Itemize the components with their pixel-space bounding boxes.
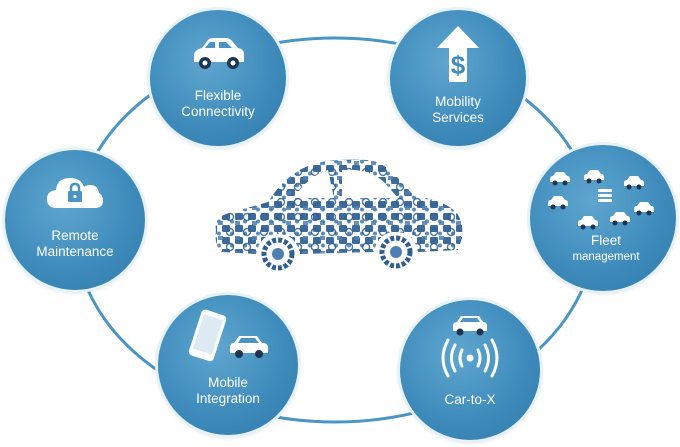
node-car-to-x: Car-to-X (400, 300, 540, 440)
node-mobile-integration: Mobile Integration (158, 295, 298, 435)
node-mobility-services: $ Mobility Services (390, 10, 526, 146)
dollar-arrow-icon: $ (437, 26, 479, 82)
node-label-line: Fleet (590, 233, 621, 248)
car-icon (194, 38, 244, 69)
phone-car-icon (188, 309, 268, 362)
cloud-lock-icon (47, 178, 103, 208)
node-label-line: Mobile (208, 375, 248, 390)
node-flexible-connectivity: Flexible Connectivity (150, 10, 286, 146)
svg-text:$: $ (451, 50, 466, 80)
node-label-line: Services (432, 110, 484, 125)
node-label-line: Integration (196, 391, 260, 406)
node-label-line: Connectivity (181, 104, 255, 119)
node-label: Fleet management (536, 233, 676, 265)
node-label: Flexible Connectivity (150, 88, 286, 120)
node-label-line: Maintenance (36, 244, 114, 259)
node-remote-maintenance: Remote Maintenance (5, 150, 145, 290)
node-label-line: Mobility (435, 94, 481, 109)
fleet-cars-icon (548, 170, 654, 230)
wheel-icon (379, 235, 413, 269)
node-label-line: Car-to-X (444, 392, 496, 407)
node-label-line: Flexible (194, 88, 242, 103)
node-label: Mobility Services (390, 94, 526, 126)
node-label-line: Remote (51, 228, 99, 243)
node-label-line: management (572, 251, 640, 263)
node-label: Car-to-X (400, 392, 540, 408)
app-icons-car-graphic (215, 159, 463, 271)
node-label: Remote Maintenance (5, 228, 145, 260)
signal-car-icon (441, 316, 499, 378)
wheel-icon (261, 237, 295, 271)
node-label: Mobile Integration (158, 375, 298, 407)
node-fleet-management: Fleet management (530, 145, 676, 291)
